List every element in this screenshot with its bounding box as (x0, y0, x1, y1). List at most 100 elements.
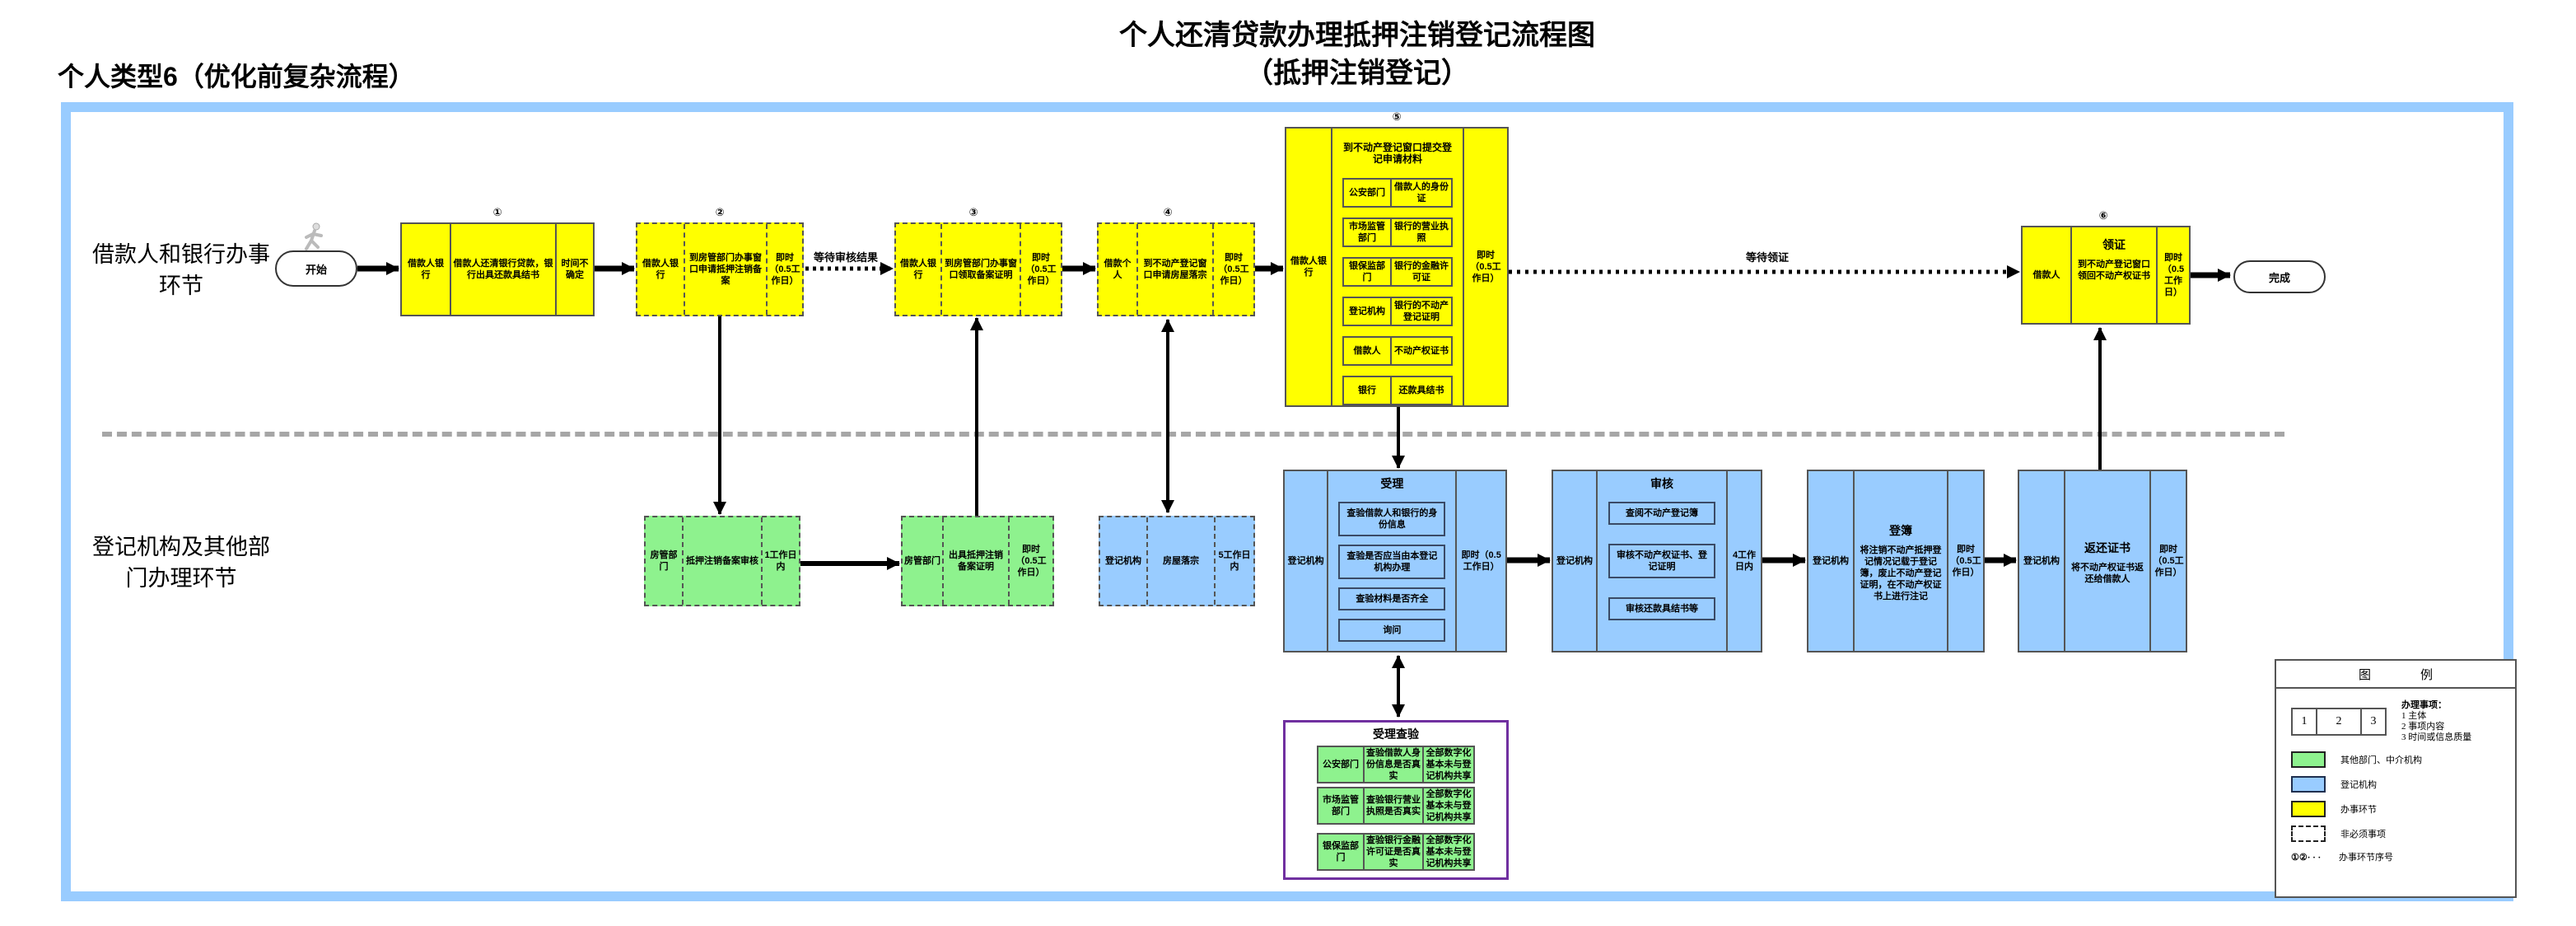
step-time: 1工作日内 (761, 517, 799, 605)
agency-filing-cert-box: 房管部门 出具抵押注销备案证明 即时（0.5工作日） (901, 516, 1054, 606)
step-content: 到不动产登记窗口提交登记申请材料 (1342, 142, 1452, 165)
step-number: ① (492, 206, 502, 218)
legend-matters: 办理事项： 1 主体 2 事项内容 3 时间或信息质量 (2401, 700, 2471, 743)
verify-dept: 市场监管部门 (1323, 795, 1359, 816)
step-time: 即时（0.5工作日） (1020, 224, 1061, 315)
step-subject: 登记机构 (1556, 556, 1593, 566)
step-number: ③ (968, 206, 978, 218)
legend-item: 办事环节 (2291, 801, 2515, 817)
review-box: 登记机构 审核 查阅不动产登记簿 审核不动产权证书、登记证明 审核还款具结书等 … (1552, 470, 1762, 652)
step-content: 到不动产登记窗口领回不动产权证书 (2078, 260, 2150, 281)
verify-status: 全部数字化基本未与登记机构共享 (1422, 747, 1473, 782)
step-6-box: 借款人 领证 到不动产登记窗口领回不动产权证书 即时（0.5工作日） (2021, 226, 2191, 325)
step-subject: 借款人银行 (1290, 256, 1327, 278)
verification-row: 公安部门 查验借款人身份信息是否真实 全部数字化基本未与登记机构共享 (1317, 746, 1475, 783)
legend-label: 其他部门、中介机构 (2340, 755, 2422, 765)
verify-status: 全部数字化基本未与登记机构共享 (1422, 835, 1473, 869)
main-title-sub: （抵押注销登记） (1245, 58, 1469, 89)
legend-title: 图 (2358, 668, 2371, 682)
material-row: 登记机构银行的不动产登记证明 (1342, 297, 1453, 326)
verify-status: 全部数字化基本未与登记机构共享 (1422, 788, 1473, 823)
accept-box: 登记机构 受理 查验借款人和银行的身份信息 查验是否应当由本登记机构办理 查验材… (1283, 470, 1507, 652)
material-row: 公安部门借款人的身份证 (1342, 178, 1453, 208)
lane-divider (102, 432, 2284, 437)
main-title: 个人还清贷款办理抵押注销登记流程图 (1119, 20, 1595, 51)
legend-sample-cell: 2 (2316, 709, 2360, 734)
step-content: 到房管部门办事窗口领取备案证明 (940, 224, 1020, 315)
material-doc: 借款人的身份证 (1390, 180, 1451, 206)
step-subject: 借款个人 (1104, 259, 1132, 280)
step-subject: 借款人 (2032, 270, 2060, 280)
step-content: 出具抵押注销备案证明 (942, 517, 1008, 605)
material-doc: 银行的不动产登记证明 (1390, 298, 1451, 325)
verification-row: 市场监管部门 查验银行营业执照是否真实 全部数字化基本未与登记机构共享 (1317, 787, 1475, 825)
material-dept: 银行 (1358, 386, 1376, 395)
accept-item: 询问 (1338, 619, 1446, 642)
legend-item: 其他部门、中介机构 (2291, 751, 2515, 768)
step-time: 即时（0.5工作日） (2149, 471, 2186, 651)
review-item: 审核还款具结书等 (1608, 597, 1715, 620)
blue-swatch (2291, 776, 2326, 793)
step-content: 抵押注销备案审核 (682, 517, 761, 605)
step-time: 4工作日内 (1726, 471, 1761, 651)
agency-house-binding-box: 登记机构 房屋落宗 5工作日内 (1099, 516, 1255, 606)
material-dept: 登记机构 (1349, 306, 1385, 316)
legend-label: 办事环节序号 (2339, 853, 2393, 863)
step-number: ④ (1163, 206, 1173, 218)
material-row: 银行还款具结书 (1342, 376, 1453, 405)
step-time: 即时（0.5工作日） (1455, 471, 1505, 651)
step-content: 借款人还清银行贷款，银行出具还款具结书 (450, 224, 555, 315)
step-subject: 借款人银行 (900, 259, 936, 280)
start-node: 开始 (275, 250, 357, 287)
review-item: 查阅不动产登记簿 (1608, 502, 1715, 525)
type-subtitle: 个人类型6（优化前复杂流程） (58, 62, 415, 91)
legend-item: 登记机构 (2291, 776, 2515, 793)
step-title: 审核 (1650, 477, 1673, 490)
accept-item: 查验材料是否齐全 (1338, 587, 1446, 610)
material-dept: 银保监部门 (1349, 261, 1385, 283)
step-content: 房屋落宗 (1146, 517, 1214, 605)
legend-label: 登记机构 (2340, 780, 2377, 790)
step-title: 返还证书 (2084, 541, 2130, 554)
legend-sample-cell: 3 (2360, 709, 2385, 734)
legend-matter: 3 时间或信息质量 (2401, 732, 2472, 742)
step-content: 到不动产登记窗口申请房屋落宗 (1136, 224, 1212, 315)
material-dept: 公安部门 (1349, 188, 1385, 198)
step-time: 即时（0.5工作日） (1463, 129, 1507, 405)
step-2-box: 借款人银行 到房管部门办事窗口申请抵押注销备案 即时（0.5工作日） (636, 222, 804, 316)
material-doc: 银行的营业执照 (1390, 219, 1451, 246)
step-time: 5工作日内 (1214, 517, 1253, 605)
record-box: 登记机构 登簿 将注销不动产抵押登记情况记载于登记簿，废止不动产登记证明，在不动… (1807, 470, 1985, 652)
step-time: 时间不确定 (555, 224, 593, 315)
step-time: 即时（0.5工作日） (1008, 517, 1052, 605)
legend-sample-row: 1 2 3 办理事项： 1 主体 2 事项内容 3 时间或信息质量 (2291, 700, 2515, 743)
legend-matter: 2 事项内容 (2401, 722, 2445, 732)
verification-box: 受理查验 公安部门 查验借款人身份信息是否真实 全部数字化基本未与登记机构共享 … (1283, 720, 1509, 880)
material-row: 借款人不动产权证书 (1342, 336, 1453, 366)
step-3-box: 借款人银行 到房管部门办事窗口领取备案证明 即时（0.5工作日） (894, 222, 1062, 316)
step-5-box: 借款人银行 到不动产登记窗口提交登记申请材料 公安部门借款人的身份证 市场监管部… (1285, 127, 1509, 407)
return-cert-box: 登记机构 返还证书 将不动产权证书返还给借款人 即时（0.5工作日） (2018, 470, 2187, 652)
wait-cert-label: 等待领证 (1746, 251, 1790, 264)
step-number: ⑥ (2098, 209, 2108, 222)
step-title: 登簿 (1889, 524, 1912, 537)
step-subject: 借款人银行 (408, 259, 444, 280)
step-title: 受理 (1380, 477, 1404, 490)
material-dept: 市场监管部门 (1349, 222, 1385, 243)
step-subject: 登记机构 (1287, 556, 1324, 566)
step-number: ② (715, 206, 725, 218)
verification-row: 银保监部门 查验银行金融许可证是否真实 全部数字化基本未与登记机构共享 (1317, 833, 1475, 871)
step-time: 即时（0.5工作日） (1947, 471, 1983, 651)
step-1-box: 借款人银行 借款人还清银行贷款，银行出具还款具结书 时间不确定 (400, 222, 595, 316)
end-node: 完成 (2233, 260, 2326, 293)
step-subject: 登记机构 (1105, 556, 1141, 566)
verify-check: 查验银行金融许可证是否真实 (1363, 835, 1422, 869)
review-item: 审核不动产权证书、登记证明 (1608, 544, 1715, 578)
lane-label-agency: 登记机构及其他部门办理环节 (92, 535, 270, 591)
verify-dept: 公安部门 (1323, 760, 1359, 769)
material-row: 市场监管部门银行的营业执照 (1342, 217, 1453, 247)
step-time: 即时（0.5工作日） (1212, 224, 1253, 315)
verify-check: 查验银行营业执照是否真实 (1363, 788, 1422, 823)
green-swatch (2291, 751, 2326, 768)
